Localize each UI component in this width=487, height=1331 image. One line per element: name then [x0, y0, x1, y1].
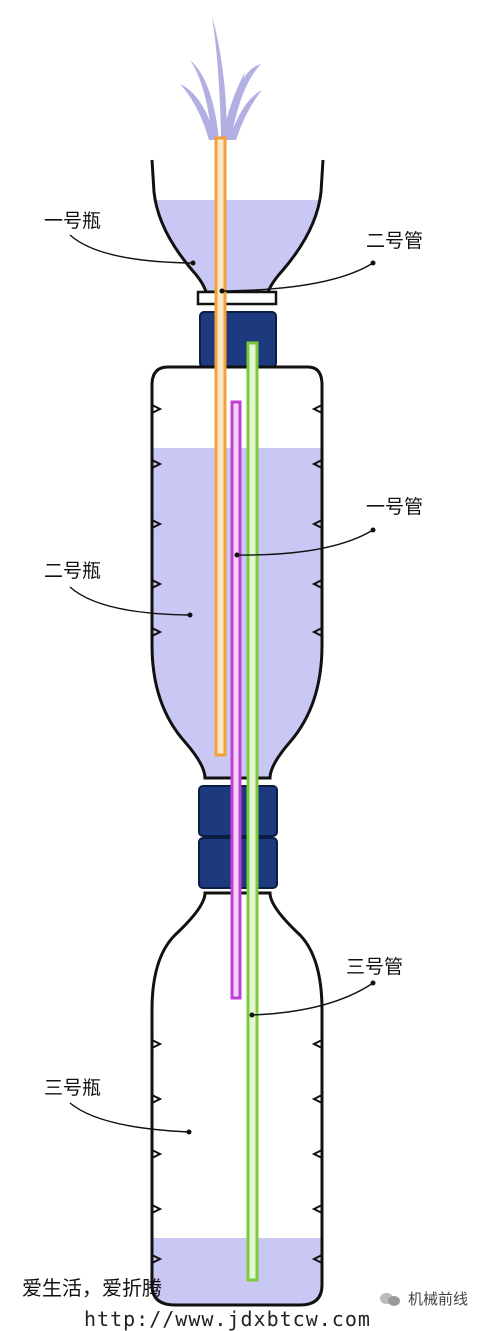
- wechat-icon: [380, 1291, 402, 1307]
- leader-dots: [186, 260, 376, 1135]
- tube-2: [214, 136, 227, 757]
- tube-3: [246, 341, 259, 1282]
- watermark: 机械前线: [380, 1288, 468, 1309]
- label-tube-1: 一号管: [366, 496, 424, 518]
- label-bottle-2: 二号瓶: [44, 560, 102, 582]
- cap-1: [199, 311, 277, 368]
- label-bottle-3: 三号瓶: [44, 1077, 102, 1099]
- fountain-spray: [180, 16, 262, 140]
- label-tube-2: 二号管: [366, 230, 424, 252]
- watermark-text: 机械前线: [408, 1290, 469, 1308]
- label-bottle-1: 一号瓶: [44, 210, 102, 232]
- leader-lines: [69, 234, 374, 1133]
- caption: 爱生活，爱折腾: [22, 1276, 162, 1300]
- bottle-1: [150, 159, 325, 306]
- label-tube-3: 三号管: [346, 956, 404, 978]
- bottle-3: [150, 891, 324, 1307]
- tube-1: [230, 400, 242, 1000]
- source-url: http://www.jdxbtcw.com: [84, 1307, 371, 1331]
